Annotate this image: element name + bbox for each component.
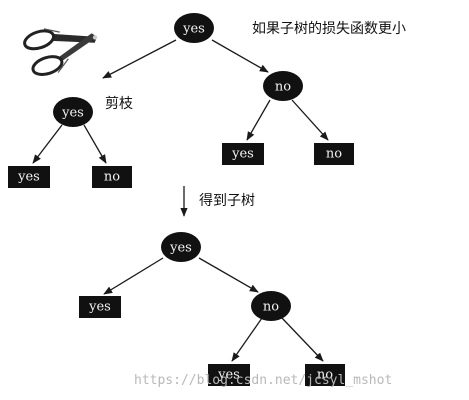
top-tree-edges xyxy=(32,39,329,164)
top-leaf-label: yes xyxy=(231,147,254,162)
top-root-label: yes xyxy=(182,22,205,37)
top-tree-right-node: no xyxy=(263,71,303,101)
top-left-label: yes xyxy=(61,106,84,121)
condition-caption: 如果子树的损失函数更小 xyxy=(252,21,406,37)
bottom-tree-edges xyxy=(103,257,324,362)
prune-caption: 剪枝 xyxy=(105,96,133,112)
bottom-leaf-no-right: no xyxy=(305,364,345,386)
bottom-leaf-label: yes xyxy=(217,368,240,383)
edge-bottom-root-to-right xyxy=(198,257,259,293)
edge-bottom-root-to-leaf xyxy=(103,257,164,295)
edge-root-to-right xyxy=(211,39,269,73)
edge-right-to-leaf-no xyxy=(291,99,329,141)
top-leaf-yes-right: yes xyxy=(222,143,264,165)
top-leaf-label: yes xyxy=(17,170,40,185)
edge-bottom-right-to-leaf-yes xyxy=(231,317,263,362)
bottom-leaf-yes-right: yes xyxy=(208,364,250,386)
bottom-right-label: no xyxy=(263,300,279,315)
edge-left-to-leaf-no xyxy=(83,124,107,164)
bottom-tree-root-node: yes xyxy=(161,232,201,262)
top-leaf-no-left: no xyxy=(92,166,132,188)
top-leaf-label: no xyxy=(326,147,342,162)
scissors-icon xyxy=(23,28,98,76)
top-leaf-no-right: no xyxy=(314,143,354,165)
top-tree-root-node: yes xyxy=(174,13,214,43)
bottom-leaf-label: no xyxy=(317,368,333,383)
top-leaf-yes-left: yes xyxy=(8,166,50,188)
top-right-label: no xyxy=(275,80,291,95)
bottom-leaf-label: yes xyxy=(88,300,111,315)
result-caption: 得到子树 xyxy=(199,192,255,209)
bottom-root-label: yes xyxy=(169,241,192,256)
edge-right-to-leaf-yes xyxy=(246,99,271,141)
edge-root-to-left xyxy=(102,39,177,79)
bottom-leaf-yes: yes xyxy=(79,296,121,318)
watermark-url: https://blog.csdn.net/jcsyl_mshot xyxy=(134,373,392,388)
bottom-tree-right-node: no xyxy=(251,291,291,321)
edge-bottom-right-to-leaf-no xyxy=(281,317,324,362)
edge-left-to-leaf-yes xyxy=(32,124,63,164)
top-tree-left-node: yes xyxy=(53,97,93,127)
top-leaf-label: no xyxy=(104,170,120,185)
